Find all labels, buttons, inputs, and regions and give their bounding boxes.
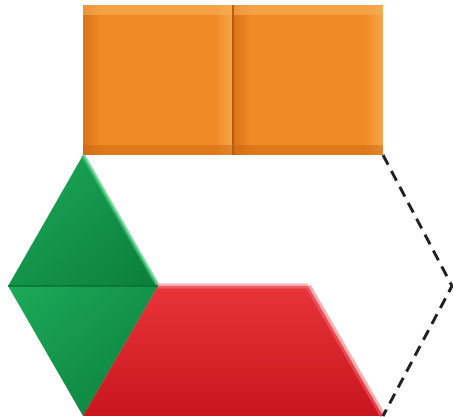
green-triangle-top: [8, 155, 158, 286]
dashed-outline: [383, 155, 452, 416]
orange-square-left: [83, 5, 233, 155]
orange-square-right: [233, 5, 383, 155]
